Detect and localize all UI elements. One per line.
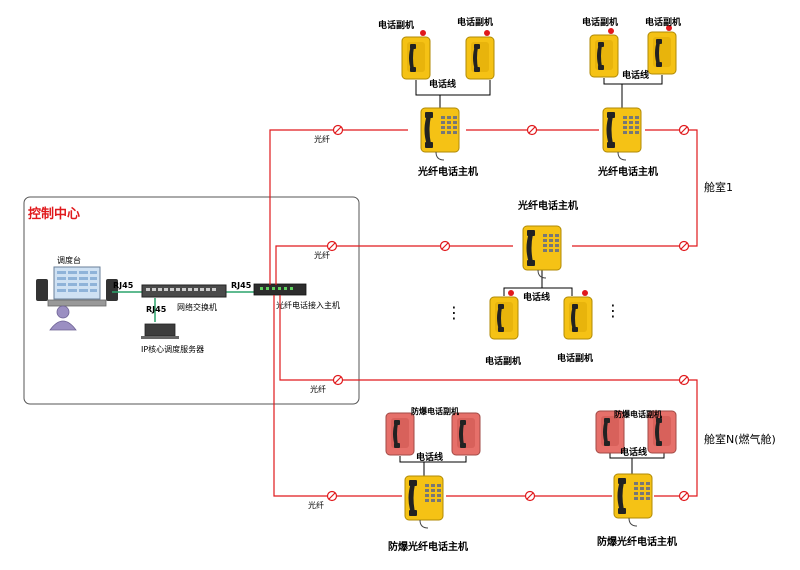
ip-core-server[interactable] bbox=[141, 323, 179, 339]
extension-label: 电话副机 bbox=[457, 16, 493, 28]
fiber-host-phone[interactable] bbox=[420, 107, 460, 161]
host-label: 光纤电话主机 bbox=[417, 165, 478, 178]
host-label: 光纤电话主机 bbox=[517, 199, 578, 212]
extension-label: 电话副机 bbox=[378, 19, 414, 31]
explosion-proof-host[interactable] bbox=[404, 475, 444, 529]
host-label: 防爆光纤电话主机 bbox=[597, 535, 677, 548]
extension-label: 电话副机 bbox=[645, 16, 681, 28]
fiber-host-phone[interactable] bbox=[602, 107, 642, 161]
fiber-label-mid: 光纤 bbox=[314, 250, 330, 260]
fiber-label-bottom: 光纤 bbox=[308, 500, 324, 510]
phone-wire-label: 电话线 bbox=[416, 451, 443, 463]
fiber-host-phone[interactable] bbox=[522, 225, 562, 279]
control-center-frame bbox=[23, 196, 360, 405]
cabin1-label: 舱室1 bbox=[704, 180, 733, 194]
control-center: 控制中心 调度台 RJ45 RJ45 RJ45 bbox=[23, 196, 360, 405]
node-top-right: 电话副机 电话副机 电话线 光纤电话主机 bbox=[582, 16, 681, 178]
extension-phone[interactable] bbox=[589, 27, 619, 78]
fiber-label-top: 光纤 bbox=[314, 134, 330, 144]
rj45-label-down: RJ45 bbox=[146, 305, 167, 314]
phone-wire-label: 电话线 bbox=[429, 78, 456, 90]
access-host-label: 光纤电话接入主机 bbox=[276, 300, 340, 310]
extension-phone[interactable] bbox=[401, 29, 431, 80]
phone-wire-label: 电话线 bbox=[523, 291, 550, 303]
extension-phone[interactable] bbox=[489, 289, 519, 340]
rj45-label-mid: RJ45 bbox=[231, 281, 252, 290]
extension-label: 电话副机 bbox=[485, 355, 521, 367]
extension-label: 电话副机 bbox=[582, 16, 618, 28]
cabinN-label: 舱室N(燃气舱) bbox=[704, 432, 776, 446]
fiber-line-lower bbox=[279, 295, 698, 497]
node-middle: 光纤电话主机 电话线 电话副机 电话副机 ⋮ ⋮ bbox=[446, 199, 621, 367]
control-center-title: 控制中心 bbox=[28, 206, 80, 222]
extension-label: 防爆电话副机 bbox=[614, 409, 662, 419]
fiber-line-mid bbox=[275, 245, 513, 285]
extension-label: 防爆电话副机 bbox=[411, 406, 459, 416]
fiber-line-top bbox=[269, 129, 408, 285]
explosion-proof-extension[interactable] bbox=[451, 412, 481, 456]
node-bottom-left: 防爆电话副机 电话线 防爆光纤电话主机 bbox=[385, 406, 481, 553]
explosion-proof-extension[interactable] bbox=[385, 412, 415, 456]
rj45-label-left: RJ45 bbox=[113, 281, 134, 290]
node-bottom-right: 防爆电话副机 电话线 防爆光纤电话主机 bbox=[595, 409, 677, 548]
operator-avatar bbox=[49, 305, 77, 331]
fiber-line-bottom bbox=[273, 295, 402, 497]
fiber-line-cabin1-ring bbox=[572, 129, 698, 247]
node-top-left: 电话副机 电话副机 电话线 光纤电话主机 bbox=[378, 16, 495, 178]
fiber-label-lower: 光纤 bbox=[310, 384, 326, 394]
extension-phone[interactable] bbox=[465, 29, 495, 80]
extension-phone[interactable] bbox=[563, 289, 593, 340]
console-label: 调度台 bbox=[57, 255, 81, 265]
extension-phone[interactable] bbox=[647, 24, 677, 75]
fiber-access-host[interactable] bbox=[253, 283, 307, 296]
extension-label: 电话副机 bbox=[557, 352, 593, 364]
server-label: IP核心调度服务器 bbox=[141, 344, 204, 354]
ellipsis-right: ⋮ bbox=[605, 301, 621, 320]
host-label: 防爆光纤电话主机 bbox=[388, 540, 468, 553]
explosion-proof-host[interactable] bbox=[613, 473, 653, 527]
switch-label: 网络交换机 bbox=[177, 302, 217, 312]
ellipsis-left: ⋮ bbox=[446, 303, 462, 322]
network-switch[interactable] bbox=[141, 284, 227, 298]
host-label: 光纤电话主机 bbox=[597, 165, 658, 178]
fiber-network bbox=[269, 129, 698, 497]
phone-wire-label: 电话线 bbox=[620, 446, 647, 458]
dispatch-console[interactable] bbox=[36, 266, 118, 307]
phone-wire-label: 电话线 bbox=[622, 69, 649, 81]
